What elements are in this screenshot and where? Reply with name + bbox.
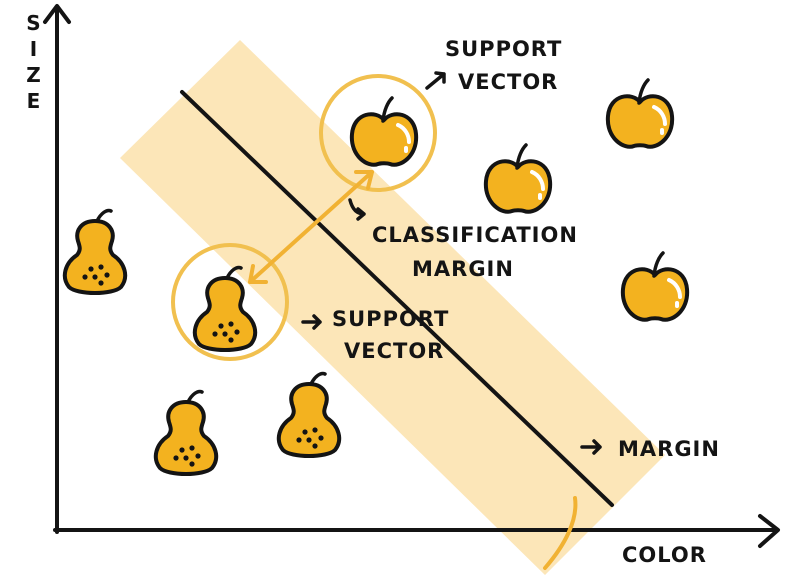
pointer-arrows — [301, 71, 602, 455]
classification-margin-label-line1: CLASSIFICATION — [372, 223, 578, 247]
support-vector-left-label-line1: SUPPORT — [332, 307, 449, 331]
arrow-icon — [425, 71, 446, 90]
y-axis-label-letter-4: E — [27, 89, 42, 113]
y-axis-label-letter-1: S — [26, 11, 41, 35]
pear-icon — [153, 389, 219, 476]
arrow-icon — [580, 439, 602, 455]
arrow-icon — [348, 198, 366, 221]
pear-icon — [62, 208, 128, 295]
y-axis-label: S I Z E — [26, 11, 42, 113]
x-axis-arrowhead — [758, 514, 780, 548]
apple-icon — [483, 143, 553, 214]
classification-margin-label-line2: MARGIN — [412, 257, 514, 281]
margin-band — [120, 40, 665, 575]
apple-icon — [349, 96, 419, 167]
y-axis-label-letter-2: I — [30, 37, 38, 61]
support-vector-top-label-line2: VECTOR — [458, 70, 558, 94]
support-vector-top-label-line1: SUPPORT — [445, 37, 562, 61]
apple-icon — [605, 78, 675, 149]
apple-icon — [620, 251, 690, 322]
y-axis-label-letter-3: Z — [26, 63, 42, 87]
margin-label: MARGIN — [618, 437, 720, 461]
axes — [43, 4, 780, 548]
support-vector-circle-apple — [319, 74, 437, 192]
decision-boundary-line — [180, 90, 614, 507]
pear-icon — [276, 371, 342, 458]
y-axis-arrowhead — [43, 4, 71, 24]
arrow-icon — [301, 314, 322, 330]
support-vector-left-label-line2: VECTOR — [344, 339, 444, 363]
margin-width-arrow — [248, 170, 374, 284]
support-vector-circle-pear — [171, 243, 289, 361]
x-axis-label: COLOR — [622, 543, 707, 567]
band-direction-arrow — [543, 496, 578, 570]
